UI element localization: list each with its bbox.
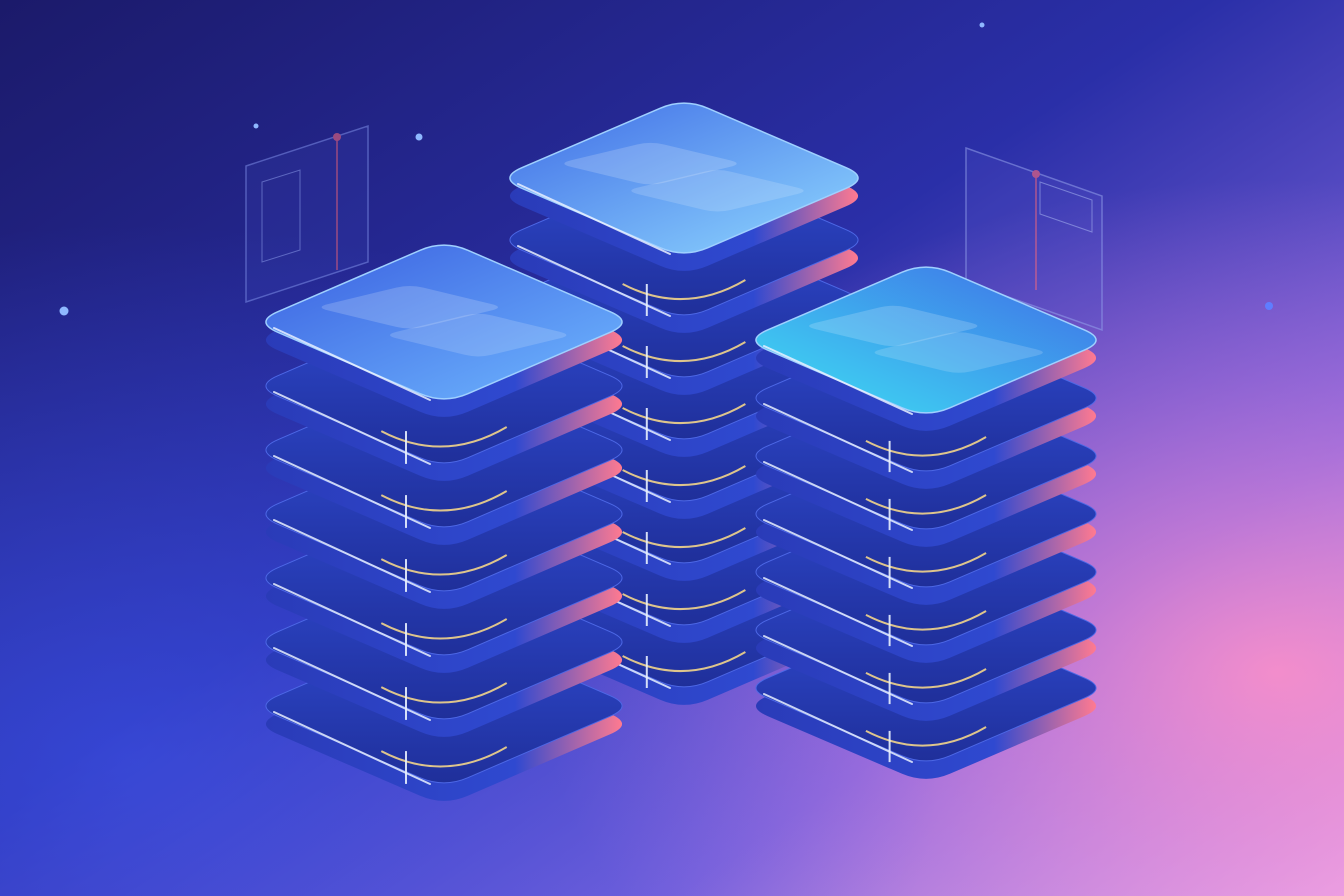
slab-edge-highlight (273, 391, 431, 465)
slab-edge-highlight (763, 693, 913, 763)
column-gold-ring (622, 403, 746, 424)
slab-top-face (509, 102, 859, 254)
column-gold-ring (380, 490, 508, 512)
top-gloss-bar (631, 170, 804, 212)
slab-edge-highlight (763, 635, 913, 705)
top-gloss-bar (874, 332, 1043, 373)
column-gold-ring (865, 552, 987, 573)
column-gold-ring (865, 494, 987, 515)
column-gold-ring (622, 527, 746, 548)
server-slab (265, 244, 623, 417)
slab-edge-highlight (517, 245, 671, 317)
slab-edge-highlight (517, 183, 671, 255)
slab-edge-highlight (763, 577, 913, 647)
slab-edge-highlight (763, 345, 913, 415)
slab-edge-highlight (273, 647, 431, 721)
floating-panel-left (245, 124, 369, 304)
slab-edge-highlight (273, 711, 431, 785)
slab-edge-highlight (763, 403, 913, 473)
server-slab (509, 102, 859, 271)
column-gold-ring (865, 668, 987, 689)
column-gold-ring (865, 726, 987, 747)
sparkle-dots (59, 22, 1273, 316)
column-gold-ring (622, 465, 746, 486)
top-gloss-bar (321, 285, 498, 329)
column-gold-ring (380, 682, 508, 704)
column-gold-ring (622, 279, 746, 300)
top-gloss-bar (564, 142, 737, 185)
slab-edge-highlight (273, 455, 431, 529)
column-gold-ring (622, 341, 746, 362)
slab-edge-highlight (273, 327, 431, 401)
stack-right (755, 266, 1097, 779)
column-gold-ring (380, 618, 508, 640)
slab-edge-highlight (273, 583, 431, 657)
stack-left (265, 244, 623, 801)
column-gold-ring (865, 436, 987, 457)
floating-panel-right (965, 146, 1103, 332)
slab-top-face (755, 266, 1097, 414)
column-gold-ring (380, 426, 508, 448)
column-gold-ring (622, 589, 746, 610)
slab-top-face (265, 244, 623, 400)
column-gold-ring (622, 651, 746, 672)
column-gold-ring (380, 554, 508, 576)
slab-edge-highlight (273, 519, 431, 593)
slab-edge-highlight (763, 519, 913, 589)
server-slab (755, 266, 1097, 431)
column-gold-ring (865, 610, 987, 631)
slab-edge-highlight (763, 461, 913, 531)
column-gold-ring (380, 746, 508, 768)
top-gloss-bar (809, 305, 978, 347)
top-gloss-bar (390, 313, 567, 357)
